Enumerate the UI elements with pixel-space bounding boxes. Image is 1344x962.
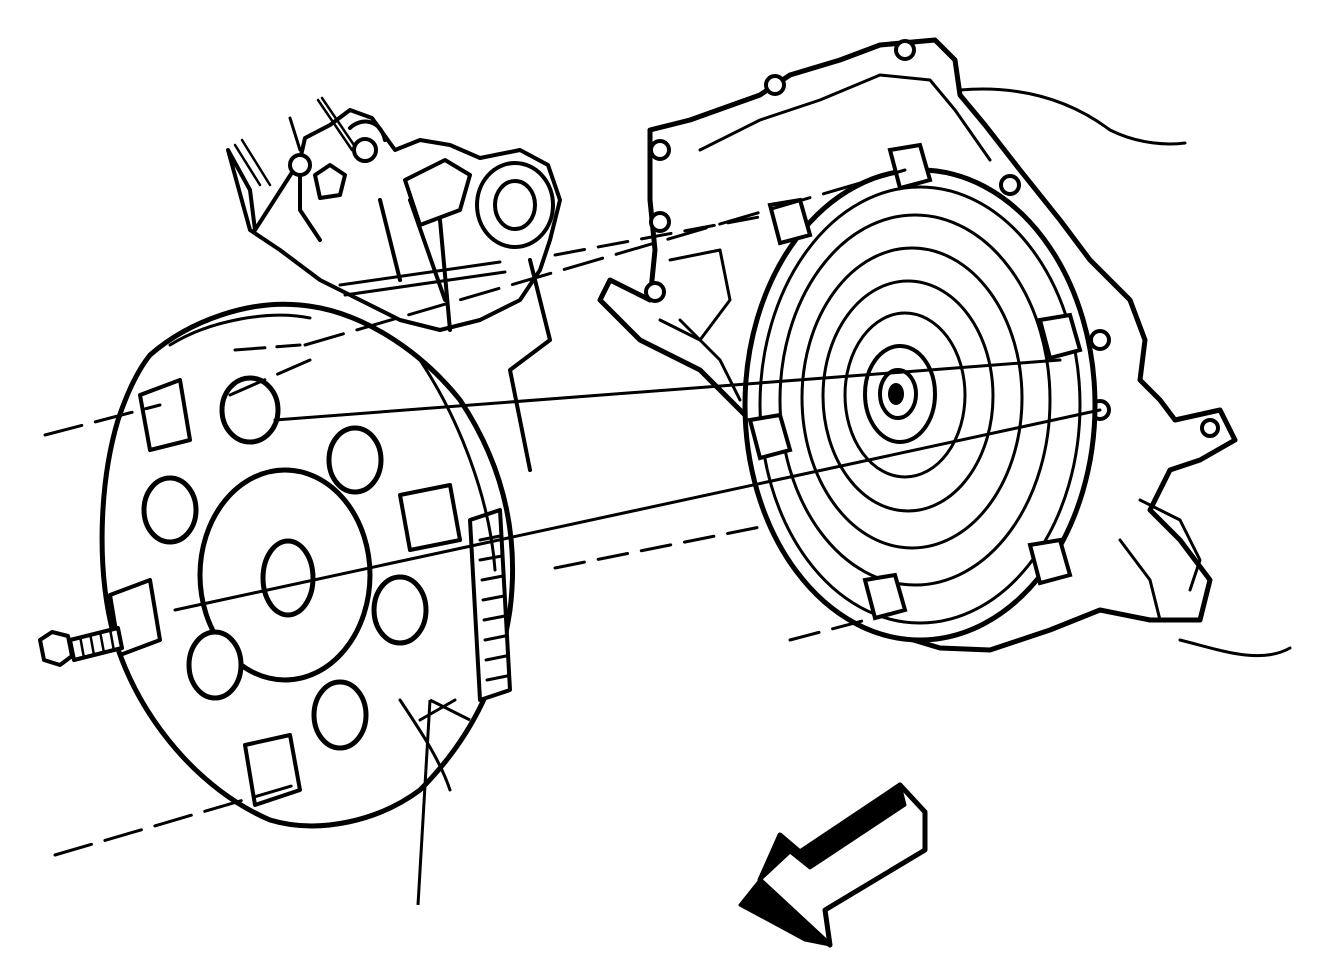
engine-block [226, 96, 562, 472]
alignment-lines [43, 168, 1102, 857]
flexplate-bolt [38, 626, 124, 667]
torque-converter [742, 142, 1098, 643]
direction-arrow-icon [738, 782, 928, 948]
callout-leader [416, 698, 471, 906]
flexplate [99, 301, 516, 829]
